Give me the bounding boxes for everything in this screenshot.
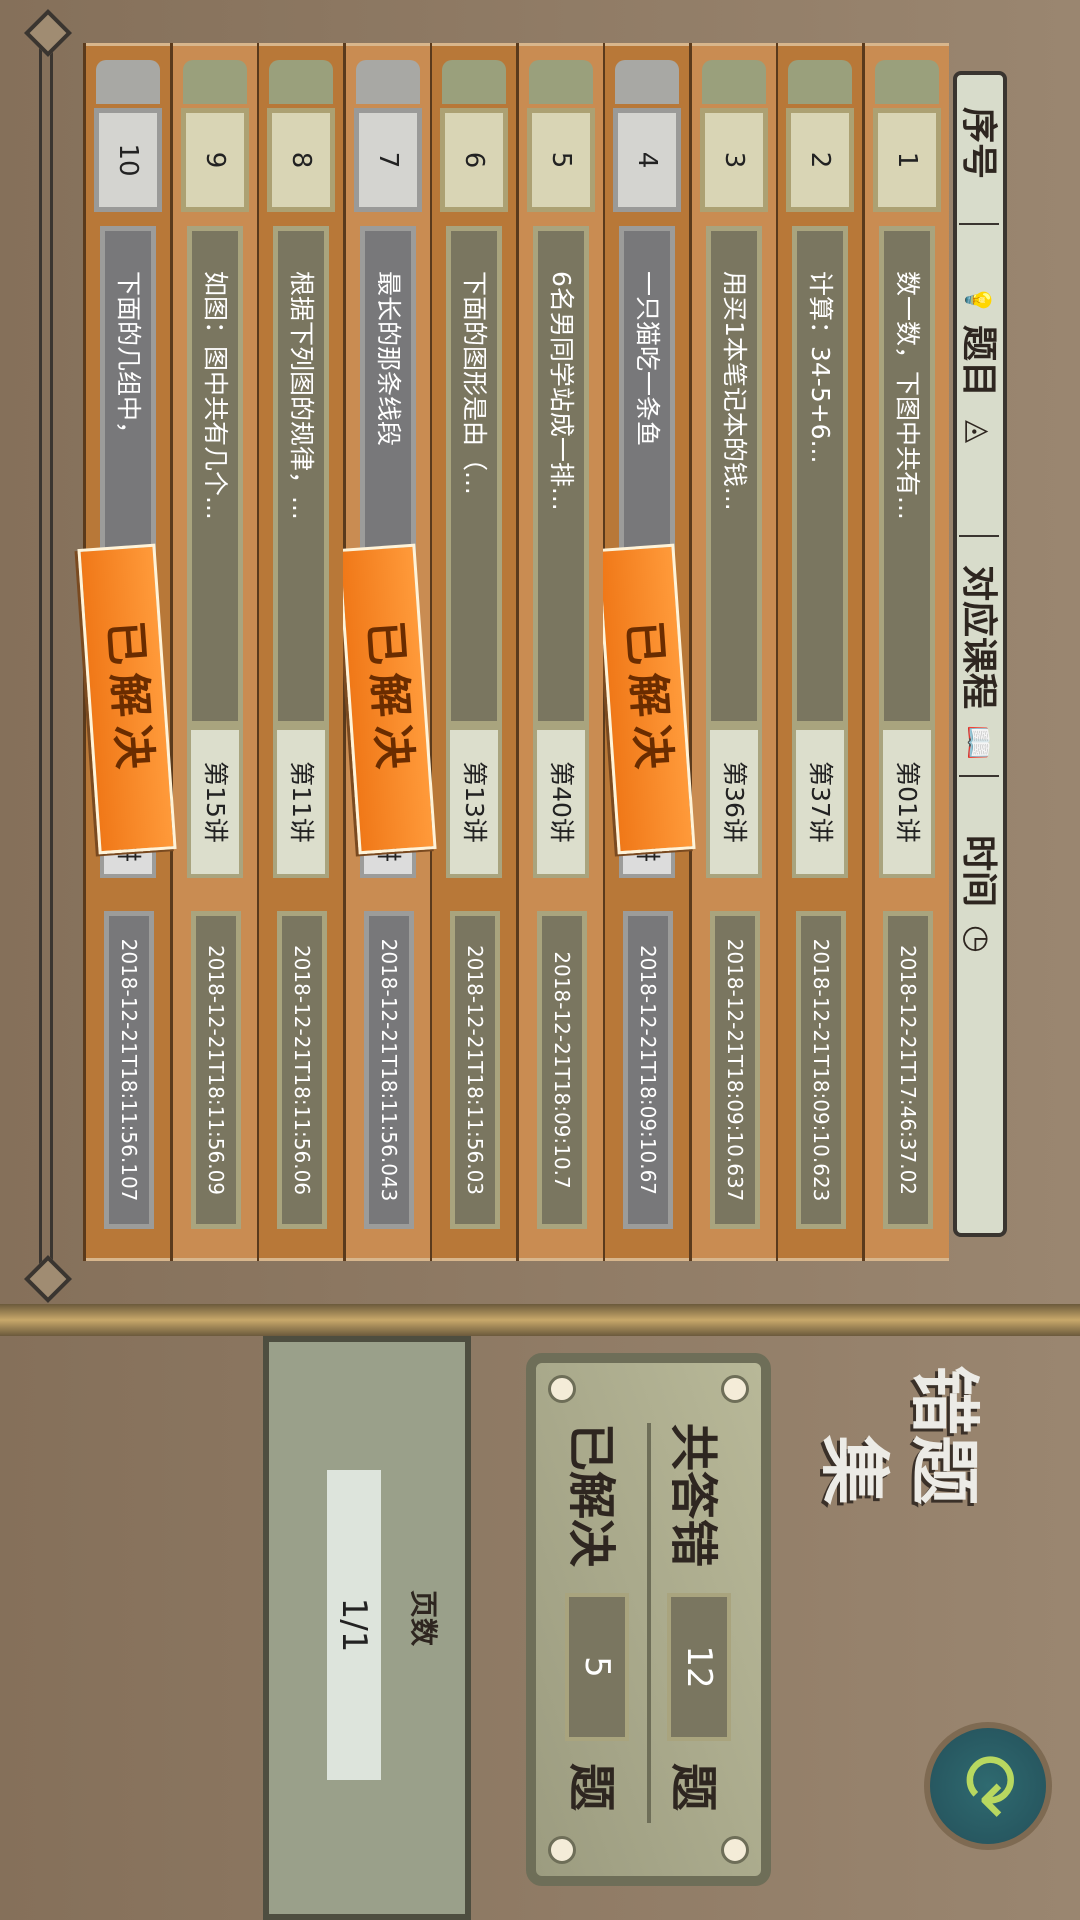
row-index: 7 [354,108,422,212]
solved-count: 5 [565,1593,629,1741]
clip-icon [615,60,680,104]
stats-panel: 共答错 12 题 已解决 5 题 [526,1353,771,1886]
question-row[interactable]: 5 6名男同学站成一排...第40讲 2018-12-21T18:09:10.7 [519,43,603,1261]
scrollbar[interactable] [23,8,73,1304]
row-time: 2018-12-21T18:09:10.623 [796,911,847,1229]
question-row[interactable]: 1 数一数，下图中共有...第01讲 2018-12-21T17:46:37.02 [865,43,949,1261]
row-time: 2018-12-21T18:09:10.7 [537,911,587,1229]
refresh-icon: ⟳ [943,1753,1033,1819]
header-question: 题目 [958,325,999,398]
header-course: 对应课程 [958,565,999,710]
question-row[interactable]: 6 下面的图形是由（...第13讲 2018-12-21T18:11:56.03 [432,43,517,1261]
scrollbar-top-cap [23,8,73,58]
bolt [721,1375,749,1403]
question-row[interactable]: 3 用买1本笔记本的钱...第36讲 2018-12-21T18:09:10.637 [692,43,776,1261]
divider [959,223,999,225]
row-index: 8 [267,108,336,212]
clip-icon [183,60,247,104]
book-icon: 📖 [962,725,995,760]
clip-icon [442,60,507,104]
row-time: 2018-12-21T18:11:56.03 [450,911,501,1229]
question-row[interactable]: 8 根据下列图的规律，...第11讲 2018-12-21T18:11:56.06 [259,43,344,1261]
row-index: 1 [873,108,941,212]
clip-icon [529,60,593,104]
scrollbar-track[interactable] [39,32,53,1278]
row-index: 3 [700,108,768,212]
clip-icon [356,60,420,104]
row-index: 9 [181,108,249,212]
bolt [721,1836,749,1864]
bolt [548,1836,576,1864]
row-question: 6名男同学站成一排... [533,226,589,726]
question-row[interactable]: 9 如图：图中共有几个...第15讲 2018-12-21T18:11:56.09 [173,43,257,1261]
clip-icon [788,60,853,104]
row-time: 2018-12-21T18:11:56.043 [364,911,414,1229]
refresh-button[interactable]: ⟳ [924,1722,1052,1850]
header-time: 时间 [958,835,999,908]
row-course: 第37讲 [792,726,849,878]
row-question: 下面的图形是由（... [446,226,503,726]
wrong-unit: 题 [665,1763,721,1812]
row-time: 2018-12-21T18:11:56.107 [104,911,155,1229]
pagination-value: 1/1 [327,1470,381,1780]
row-time: 2018-12-21T18:09:10.637 [710,911,760,1229]
divider [959,535,999,537]
pagination-panel: 页数 1/1 [263,1336,471,1920]
eye-icon: ◬ [961,420,996,444]
divider [959,775,999,777]
solved-stamp: 已解决 [596,543,697,855]
page-title: 错题 集 [810,1345,1000,1575]
pagination-label: 页数 [407,1590,440,1647]
solved-unit: 题 [563,1763,619,1812]
clip-icon [269,60,334,104]
clock-icon: ◷ [959,925,997,953]
row-index: 4 [613,108,682,212]
table-header: 序号 💡 题目 ◬ 对应课程 📖 时间 ◷ [953,71,1007,1237]
bolt [548,1375,576,1403]
row-course: 第11讲 [273,726,330,878]
scrollbar-bottom-cap [23,1254,73,1304]
wrong-count: 12 [667,1593,731,1741]
row-index: 5 [527,108,595,212]
solved-stamp: 已解决 [77,543,178,855]
wrong-label: 共答错 [665,1423,721,1568]
row-course: 第01讲 [879,726,935,878]
row-course: 第40讲 [533,726,589,878]
row-time: 2018-12-21T18:09:10.67 [623,911,674,1229]
row-index: 6 [440,108,509,212]
row-course: 第15讲 [187,726,243,878]
row-time: 2018-12-21T17:46:37.02 [883,911,933,1229]
row-question: 如图：图中共有几个... [187,226,243,726]
row-time: 2018-12-21T18:11:56.09 [191,911,241,1229]
divider [647,1423,651,1823]
row-course: 第13讲 [446,726,503,878]
lightbulb-icon: 💡 [964,285,992,315]
row-time: 2018-12-21T18:11:56.06 [277,911,328,1229]
question-row[interactable]: 2 计算：34-5+6...第37讲 2018-12-21T18:09:10.623 [778,43,863,1261]
title-line-2: 集 [813,1435,895,1505]
row-index: 2 [786,108,855,212]
wooden-beam [0,1304,1080,1336]
row-question: 计算：34-5+6... [792,226,849,726]
clip-icon [875,60,939,104]
row-question: 根据下列图的规律，... [273,226,330,726]
header-index: 序号 [958,107,999,180]
row-course: 第36讲 [706,726,762,878]
solved-label: 已解决 [563,1423,619,1568]
clip-icon [96,60,161,104]
title-line-1: 错题 [903,1365,985,1505]
clip-icon [702,60,766,104]
solved-stamp: 已解决 [337,543,437,855]
row-question: 数一数，下图中共有... [879,226,935,726]
row-index: 10 [94,108,163,212]
row-question: 用买1本笔记本的钱... [706,226,762,726]
